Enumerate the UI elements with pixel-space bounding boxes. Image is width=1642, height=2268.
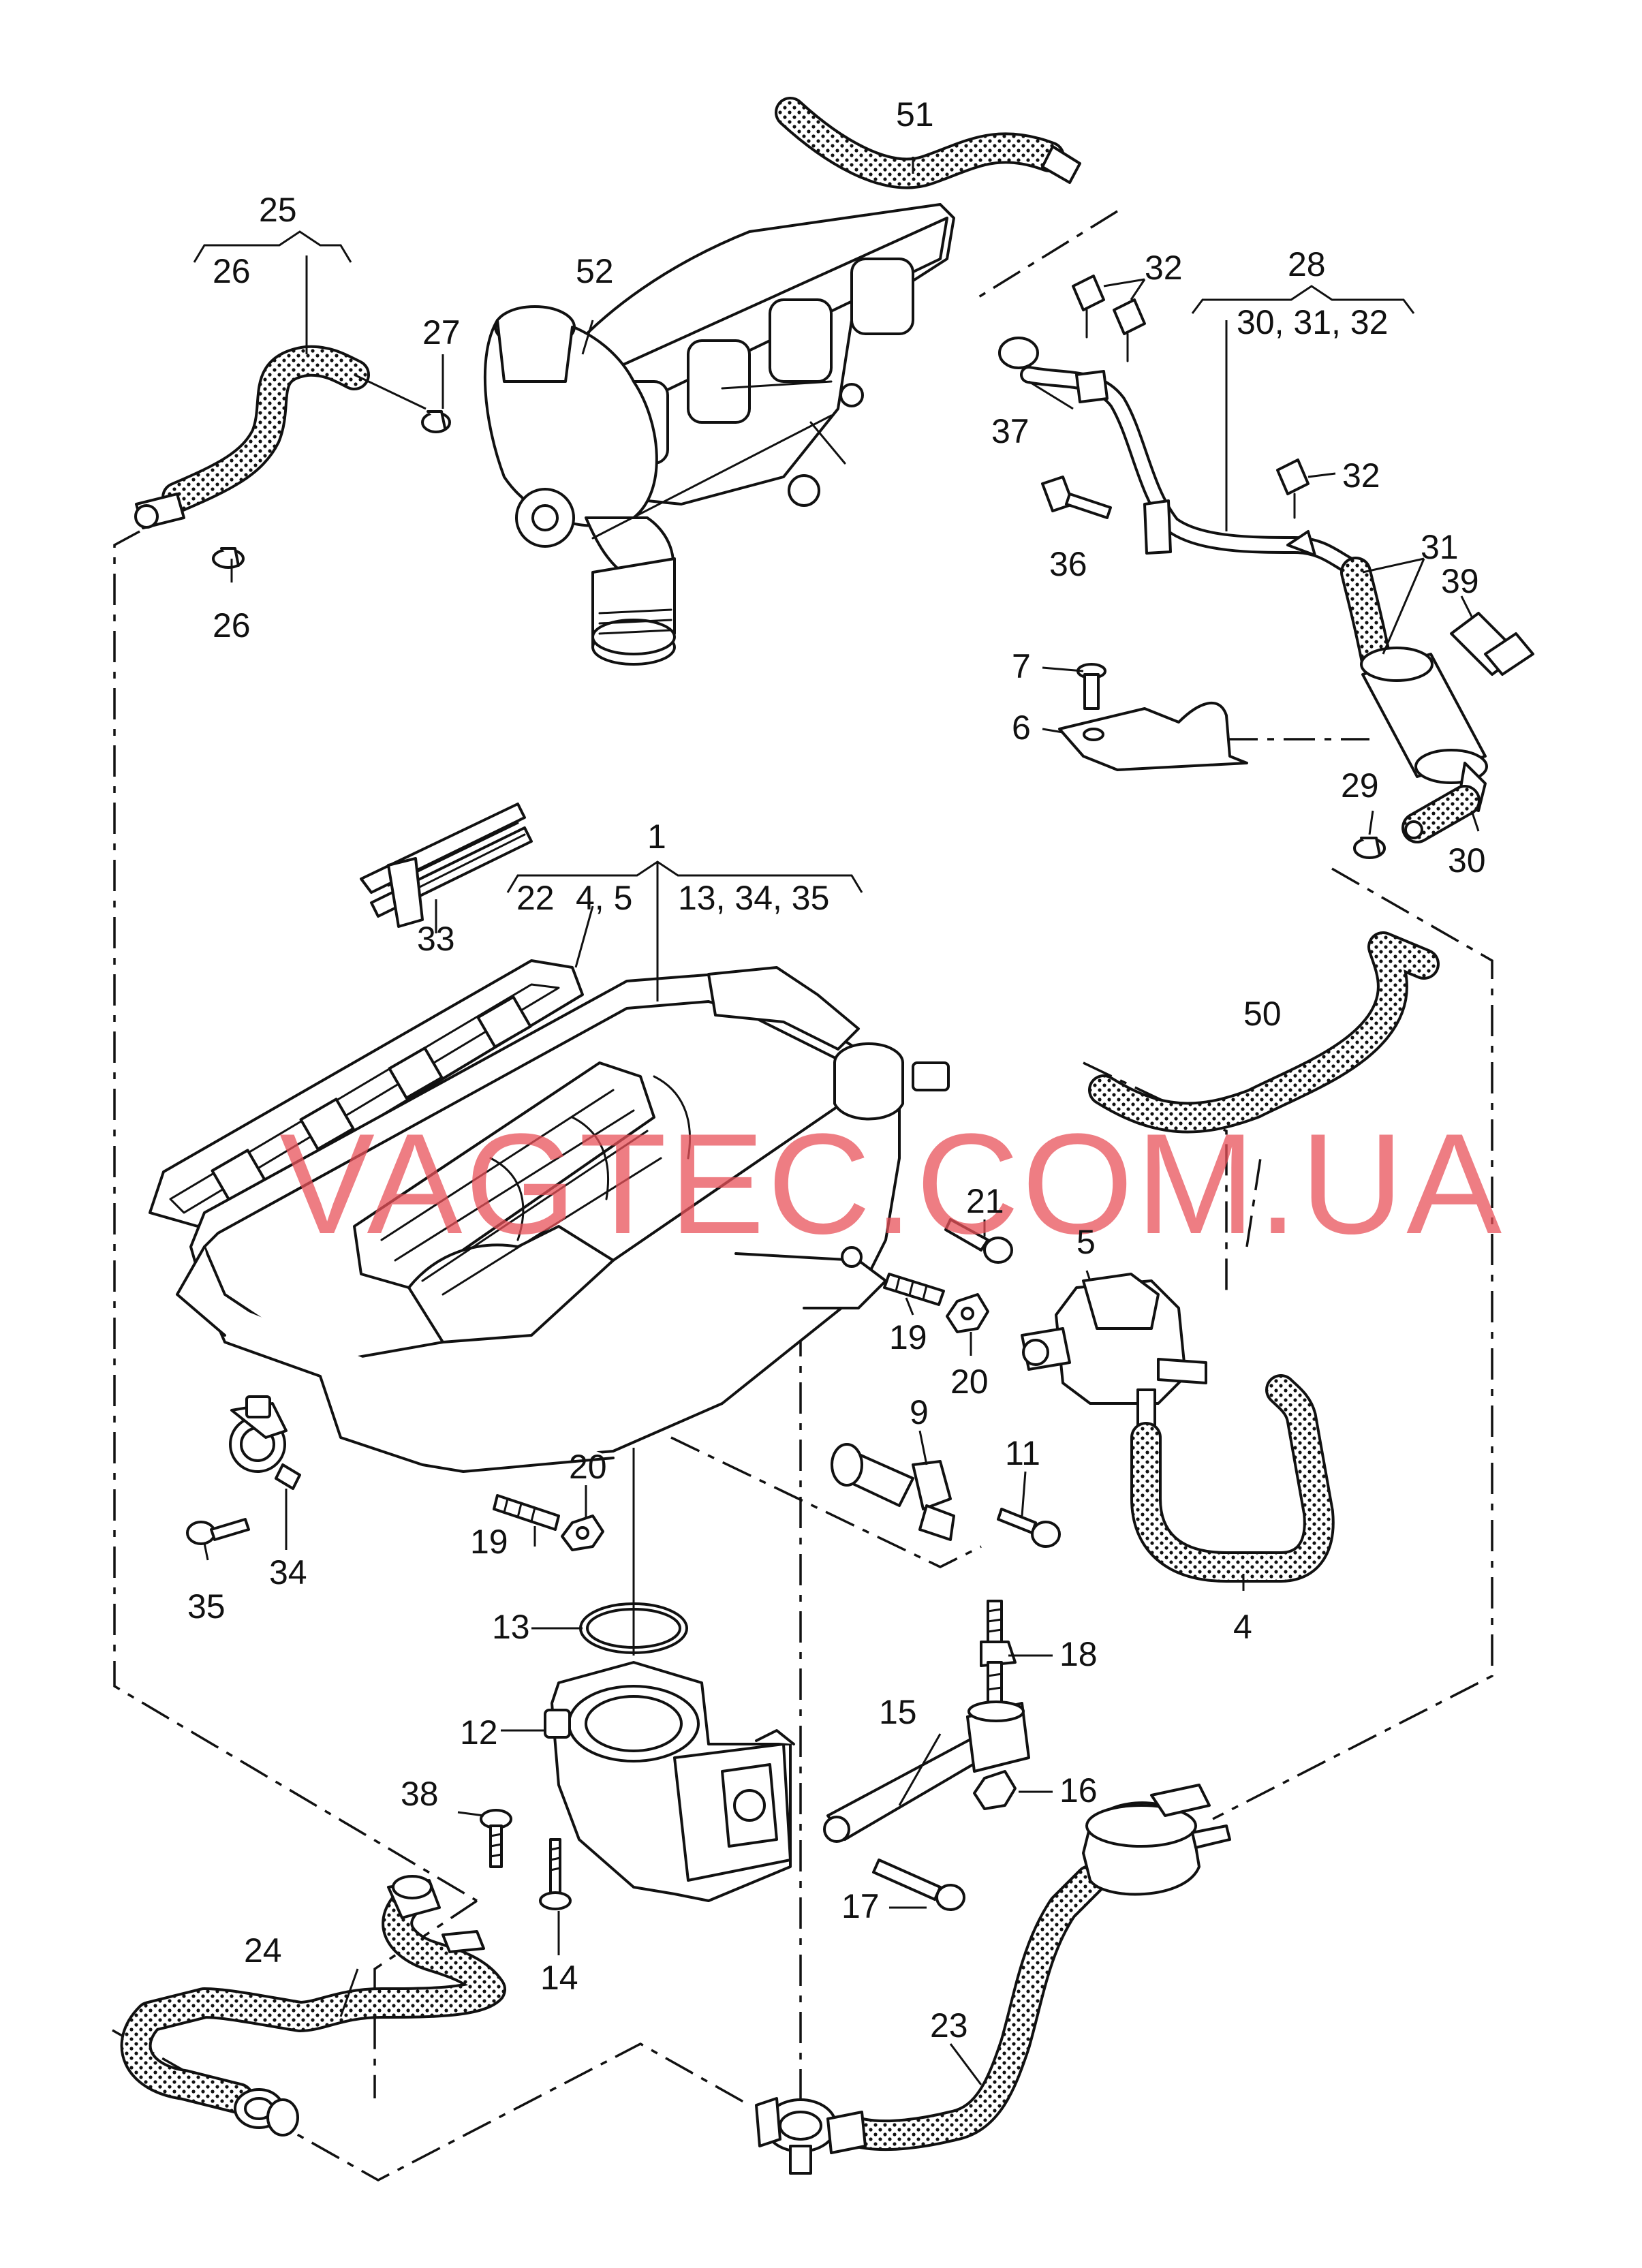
label-29: 29	[1341, 766, 1379, 805]
hose-50	[1088, 931, 1440, 1134]
hose-25	[134, 345, 427, 529]
cable-tie-33	[360, 803, 533, 928]
label-36: 36	[1049, 545, 1087, 583]
bolt-17	[872, 1859, 965, 1911]
label-39: 39	[1441, 562, 1479, 600]
gasket-22	[149, 959, 584, 1228]
hose-4	[1130, 1374, 1335, 1583]
turbocharger-manifold-52	[483, 203, 955, 666]
label-17: 17	[841, 1887, 880, 1925]
label-9: 9	[910, 1393, 929, 1431]
label-23: 23	[930, 2006, 968, 2045]
nut-20-right	[946, 1293, 989, 1333]
hose-23	[843, 1865, 1106, 2152]
label-28-group-30-31-32: 30, 31, 32	[1237, 303, 1388, 341]
label-19-left: 19	[470, 1523, 508, 1561]
rubber-mount-15	[966, 1700, 1030, 1773]
label-12: 12	[460, 1713, 498, 1752]
stud-19-right	[883, 1273, 945, 1306]
label-27: 27	[422, 313, 461, 352]
label-32-upper: 32	[1145, 249, 1183, 287]
label-26: 26	[213, 606, 251, 644]
sensor-9	[831, 1443, 955, 1541]
label-32-lower: 32	[1342, 456, 1380, 495]
nut-20-left	[561, 1514, 604, 1551]
label-15: 15	[879, 1693, 917, 1731]
pressure-sensor-34	[229, 1395, 301, 1490]
intake-manifold-1	[176, 966, 950, 1473]
bolt-38	[480, 1809, 512, 1868]
assembly-dashed-lines	[112, 210, 1493, 2181]
label-25-group-26: 26	[213, 252, 251, 290]
label-13: 13	[492, 1608, 530, 1646]
bolt-14	[539, 1838, 572, 1910]
label-33: 33	[417, 920, 455, 958]
hose-51	[775, 97, 1081, 189]
watermark-text: VAGTEC.COM.UA	[279, 1104, 1504, 1264]
label-38: 38	[401, 1775, 439, 1813]
stud-18	[980, 1600, 1017, 1711]
label-51: 51	[896, 95, 934, 134]
heat-shield-6	[1058, 702, 1248, 771]
hose-24	[120, 1875, 506, 2137]
breather-pipe-28	[998, 337, 1358, 574]
label-21: 21	[966, 1182, 1004, 1220]
clip-32-upper	[1072, 275, 1146, 362]
label-28: 28	[1288, 245, 1326, 283]
label-11: 11	[1005, 1434, 1040, 1472]
label-1-group-22: 22	[516, 879, 555, 917]
label-24: 24	[244, 1931, 282, 1970]
label-6: 6	[1012, 709, 1031, 747]
label-34: 34	[269, 1553, 307, 1591]
label-4: 4	[1233, 1608, 1252, 1646]
label-leader-lines	[193, 157, 1480, 2085]
clip-32-lower	[1276, 459, 1310, 519]
label-5: 5	[1076, 1223, 1096, 1261]
label-20-left: 20	[569, 1448, 607, 1486]
pressure-regulator-valve-31	[1340, 557, 1488, 812]
label-20-right: 20	[950, 1363, 989, 1401]
label-19-right: 19	[889, 1318, 927, 1356]
label-1-group-13-34-35: 13, 34, 35	[678, 879, 829, 917]
label-25: 25	[259, 191, 297, 229]
label-18: 18	[1059, 1635, 1098, 1673]
part-number-labels: 1 22 4, 5 13, 34, 35 4 5 6 7 9 11 12 13 …	[187, 95, 1486, 2045]
label-1: 1	[647, 818, 666, 856]
label-30: 30	[1448, 841, 1486, 880]
label-37: 37	[991, 412, 1029, 450]
bolt-7	[1076, 663, 1106, 710]
hose-clamp-26	[212, 547, 245, 569]
throttle-valve-module-12	[544, 1661, 795, 1902]
hose-30	[1401, 785, 1481, 843]
sensor-39	[1450, 612, 1534, 676]
label-31: 31	[1421, 528, 1459, 566]
nut-16	[973, 1770, 1017, 1810]
bolt-11	[997, 1508, 1061, 1548]
bolt-21	[944, 1218, 1013, 1264]
stud-19-left	[493, 1494, 560, 1531]
label-14: 14	[540, 1959, 578, 1997]
label-35: 35	[187, 1587, 226, 1626]
label-16: 16	[1059, 1771, 1098, 1809]
bolt-35	[186, 1518, 250, 1545]
label-7: 7	[1012, 647, 1031, 685]
label-1-group-4-5: 4, 5	[576, 879, 632, 917]
change-over-valve-5	[1021, 1273, 1207, 1432]
label-50: 50	[1243, 995, 1282, 1033]
connector-bottom-center	[755, 2097, 867, 2175]
hose-clamp-29	[1353, 837, 1386, 859]
bolt-36	[1041, 476, 1112, 519]
label-52: 52	[576, 252, 614, 290]
hose-clamp-27	[421, 410, 451, 433]
check-valve-23	[1082, 1784, 1231, 1896]
